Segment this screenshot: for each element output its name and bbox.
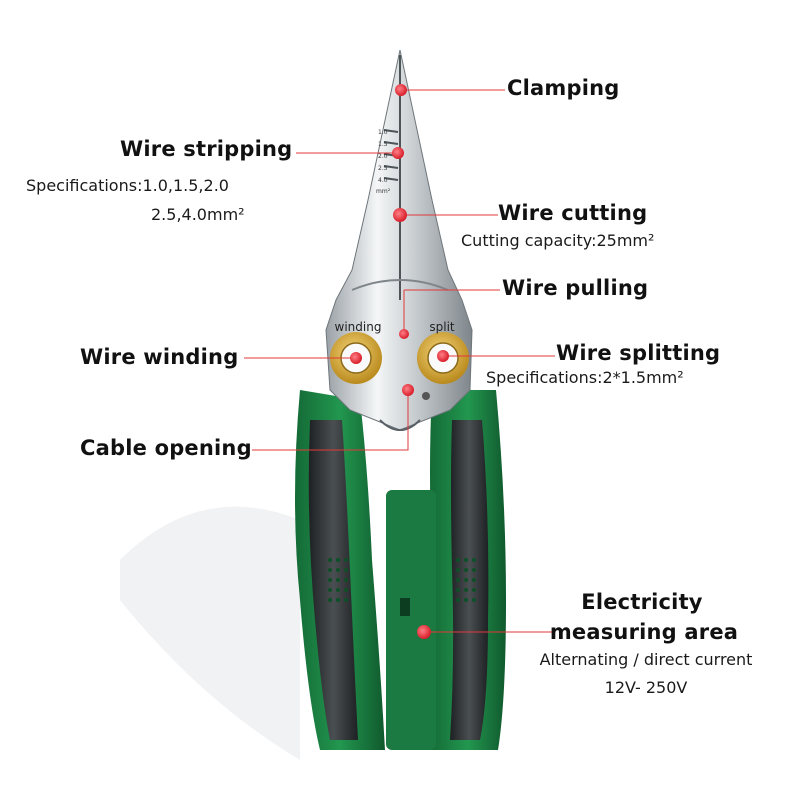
split-engraving: split xyxy=(429,320,455,334)
pivot-screw xyxy=(422,392,430,400)
dot-wire-winding xyxy=(350,352,362,364)
gauge-mark-5: 4.0 xyxy=(378,177,388,184)
grip-dots xyxy=(328,558,476,602)
label-wire-stripping: Wire stripping xyxy=(120,137,293,161)
dot-wire-cutting xyxy=(393,208,407,222)
dot-clamping xyxy=(395,84,407,96)
label-wire-splitting: Wire splitting xyxy=(556,341,721,365)
label-wire-cutting: Wire cutting xyxy=(498,201,648,225)
shadow xyxy=(120,506,300,760)
spec-wire-stripping-2: 2.5,4.0mm² xyxy=(151,205,245,224)
winding-engraving: winding xyxy=(335,320,382,334)
spec-electricity-2: 12V- 250V xyxy=(604,678,688,697)
label-wire-winding: Wire winding xyxy=(80,345,239,369)
spec-wire-cutting: Cutting capacity:25mm² xyxy=(461,231,655,250)
measuring-slot xyxy=(400,598,410,616)
marker-dots xyxy=(350,84,449,639)
label-electricity-1: Electricity xyxy=(581,590,703,614)
gauge-mark-2: 1.5 xyxy=(378,141,388,148)
dot-wire-pulling xyxy=(399,329,409,339)
dot-wire-splitting xyxy=(437,350,449,362)
cable-opening-notch xyxy=(379,419,421,431)
gauge-mark-unit: mm² xyxy=(376,188,391,195)
label-wire-pulling: Wire pulling xyxy=(502,276,649,300)
label-clamping: Clamping xyxy=(507,76,620,100)
leader-lines xyxy=(244,89,555,633)
spec-wire-splitting: Specifications:2*1.5mm² xyxy=(486,368,684,387)
dot-wire-stripping xyxy=(392,147,404,159)
dot-cable-opening xyxy=(402,384,414,396)
label-cable-opening: Cable opening xyxy=(80,436,252,460)
label-electricity-2: measuring area xyxy=(549,620,739,644)
gauge-mark-1: 1.0 xyxy=(378,129,388,136)
measuring-box xyxy=(386,490,436,750)
gauge-mark-3: 2.0 xyxy=(378,153,388,160)
gauge-mark-4: 2.5 xyxy=(378,165,388,172)
spec-electricity-1: Alternating / direct current xyxy=(539,650,753,669)
dot-electricity xyxy=(417,625,431,639)
spec-wire-stripping-1: Specifications:1.0,1.5,2.0 xyxy=(26,176,229,195)
leader-cable-opening xyxy=(252,390,409,451)
gauge-marks: 1.0 1.5 2.0 2.5 4.0 mm² xyxy=(376,129,391,195)
